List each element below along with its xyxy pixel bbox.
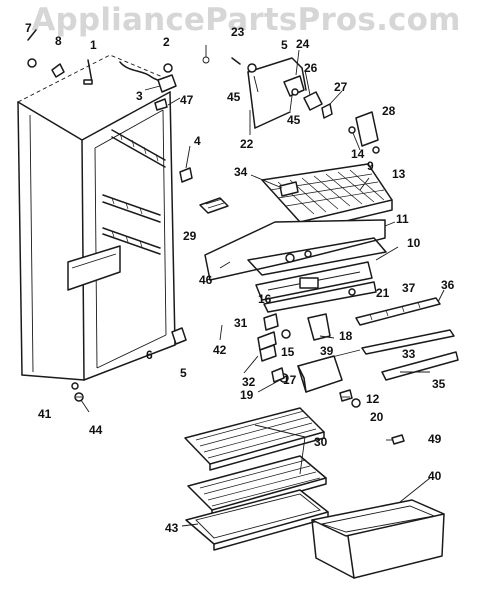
callout-2: 2 <box>163 35 170 49</box>
callout-7: 7 <box>25 21 32 35</box>
callout-37: 37 <box>402 281 416 295</box>
callout-labels: 7 8 1 2 3 47 4 23 5 24 26 27 45 45 22 28… <box>25 21 455 535</box>
callout-41: 41 <box>38 407 52 421</box>
callout-40: 40 <box>428 469 442 483</box>
callout-23: 23 <box>231 25 245 39</box>
callout-46: 46 <box>199 273 213 287</box>
callout-19: 19 <box>240 388 254 402</box>
callout-10: 10 <box>407 236 421 250</box>
shelf-rails <box>348 288 459 381</box>
control-panel-assembly <box>202 45 380 154</box>
callout-39: 39 <box>320 344 334 358</box>
callout-35: 35 <box>432 377 446 391</box>
callout-32: 32 <box>242 375 256 389</box>
callout-14: 14 <box>351 147 365 161</box>
callout-4: 4 <box>194 134 201 148</box>
callout-3: 3 <box>136 89 143 103</box>
callout-31: 31 <box>234 316 248 330</box>
callout-22: 22 <box>240 137 254 151</box>
crisper-clip-29 <box>199 197 229 214</box>
callout-44: 44 <box>89 423 103 437</box>
callout-29: 29 <box>183 229 197 243</box>
callout-20: 20 <box>370 410 384 424</box>
callout-5-bottom: 5 <box>180 366 187 380</box>
callout-26: 26 <box>304 61 318 75</box>
leader-lines <box>80 49 445 527</box>
callout-30: 30 <box>314 435 328 449</box>
callout-12: 12 <box>366 392 380 406</box>
callout-45-right: 45 <box>287 113 301 127</box>
callout-13: 13 <box>392 167 406 181</box>
shroud-assembly <box>204 219 387 313</box>
callout-5-top: 5 <box>281 38 288 52</box>
callout-36: 36 <box>441 278 455 292</box>
callout-45-left: 45 <box>227 90 241 104</box>
callout-15: 15 <box>281 345 295 359</box>
callout-42: 42 <box>213 343 227 357</box>
callout-49: 49 <box>428 432 442 446</box>
callout-33: 33 <box>402 347 416 361</box>
callout-24: 24 <box>296 37 310 51</box>
crisper-drawer <box>311 499 445 579</box>
callout-21: 21 <box>376 286 390 300</box>
callout-11: 11 <box>396 212 409 226</box>
part-49 <box>391 434 405 445</box>
glass-shelves <box>184 407 329 551</box>
callout-9: 9 <box>367 159 374 173</box>
control-components <box>257 313 361 408</box>
callout-1: 1 <box>90 38 97 52</box>
callout-27: 27 <box>334 80 348 94</box>
callout-34: 34 <box>234 165 248 179</box>
callout-16: 16 <box>258 292 272 306</box>
callout-18: 18 <box>339 329 353 343</box>
refrigerator-cabinet <box>17 29 193 402</box>
callout-28: 28 <box>382 104 396 118</box>
callout-6: 6 <box>146 348 153 362</box>
callout-8: 8 <box>55 34 62 48</box>
callout-47: 47 <box>180 93 194 107</box>
callout-43: 43 <box>165 521 179 535</box>
callout-17: 17 <box>283 373 297 387</box>
